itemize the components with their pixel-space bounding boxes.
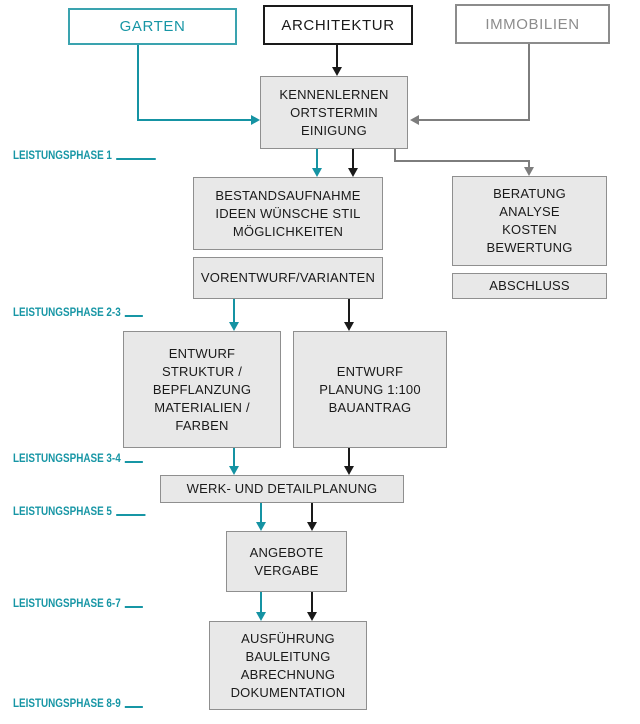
- arrow-angebote-black-icon: [307, 612, 317, 621]
- arrow-kennenlernen-teal-icon: [312, 168, 322, 177]
- box-text-line: KENNENLERNEN: [279, 86, 389, 102]
- box-text-line: STRUKTUR /: [162, 363, 242, 379]
- arrow-vorentwurf-black-icon: [344, 322, 354, 331]
- phase-label-2-3: LEISTUNGSPHASE 2-3: [13, 307, 144, 319]
- entwurf-bau-box: ENTWURF PLANUNG 1:100 BAUANTRAG: [293, 331, 447, 448]
- box-text-line: MÖGLICHKEITEN: [232, 223, 344, 239]
- phase-label-5: LEISTUNGSPHASE 5: [13, 506, 146, 518]
- bestandsaufnahme-box: BESTANDSAUFNAHME IDEEN WÜNSCHE STIL MÖGL…: [193, 177, 383, 250]
- phase-label-text: LEISTUNGSPHASE 8-9: [13, 698, 121, 710]
- connector-garten-horizontal: [137, 119, 251, 121]
- box-text-line: ANGEBOTE: [249, 544, 324, 560]
- box-text-line: ANALYSE: [499, 204, 560, 219]
- connector-beratung-vertical: [528, 160, 530, 168]
- phase-underline: [125, 706, 144, 708]
- phase-underline: [116, 514, 146, 516]
- werkplanung-box: WERK- UND DETAILPLANUNG: [160, 475, 404, 503]
- arrow-werk-teal-icon: [256, 522, 266, 531]
- box-text-line: BESTANDSAUFNAHME: [215, 187, 361, 203]
- connector-garten-vertical: [137, 45, 139, 121]
- connector-architektur-vertical: [336, 45, 338, 68]
- beratung-box: BERATUNG ANALYSE KOSTEN BEWERTUNG: [452, 176, 607, 266]
- ausfuehrung-box: AUSFÜHRUNG BAULEITUNG ABRECHNUNG DOKUMEN…: [209, 621, 367, 710]
- vorentwurf-box: VORENTWURF/VARIANTEN: [193, 257, 383, 299]
- box-text-line: MATERIALIEN /: [154, 399, 250, 415]
- phase-label-6-7: LEISTUNGSPHASE 6-7: [13, 598, 144, 610]
- connector-immobilien-vertical: [528, 44, 530, 121]
- box-text-line: VORENTWURF/VARIANTEN: [200, 270, 376, 285]
- garten-box: GARTEN: [68, 8, 237, 45]
- connector-entwurf-black: [348, 448, 350, 467]
- garten-label: GARTEN: [119, 18, 186, 35]
- box-text-line: BAUANTRAG: [328, 399, 412, 415]
- connector-entwurf-teal: [233, 448, 235, 467]
- connector-kennenlernen-gray-horizontal: [394, 160, 530, 162]
- architektur-label: ARCHITEKTUR: [281, 16, 395, 34]
- phase-label-text: LEISTUNGSPHASE 6-7: [13, 598, 121, 610]
- connector-kennenlernen-black: [352, 149, 354, 169]
- box-text-line: BEWERTUNG: [486, 240, 573, 255]
- box-text-line: ORTSTERMIN: [290, 104, 378, 120]
- connector-kennenlernen-gray-vertical: [394, 149, 396, 162]
- phase-underline: [116, 158, 156, 160]
- box-text-line: ENTWURF: [336, 363, 404, 379]
- angebote-box: ANGEBOTE VERGABE: [226, 531, 347, 592]
- box-text-line: ABRECHNUNG: [240, 666, 336, 682]
- abschluss-box: ABSCHLUSS: [452, 273, 607, 299]
- arrow-werk-black-icon: [307, 522, 317, 531]
- box-text-line: WERK- UND DETAILPLANUNG: [186, 481, 378, 496]
- phase-underline: [125, 461, 144, 463]
- box-text-line: AUSFÜHRUNG: [241, 630, 335, 646]
- connector-kennenlernen-teal: [316, 149, 318, 169]
- arrow-vorentwurf-teal-icon: [229, 322, 239, 331]
- connector-immobilien-horizontal: [419, 119, 530, 121]
- arrow-entwurf-teal-icon: [229, 466, 239, 475]
- box-text-line: PLANUNG 1:100: [319, 381, 421, 397]
- phase-label-text: LEISTUNGSPHASE 1: [13, 150, 112, 162]
- phase-label-text: LEISTUNGSPHASE 2-3: [13, 307, 121, 319]
- arrow-entwurf-black-icon: [344, 466, 354, 475]
- box-text-line: KOSTEN: [502, 222, 557, 237]
- box-text-line: EINIGUNG: [301, 122, 367, 138]
- connector-vorentwurf-black: [348, 299, 350, 323]
- connector-werk-black: [311, 503, 313, 523]
- phase-label-3-4: LEISTUNGSPHASE 3-4: [13, 453, 144, 465]
- box-text-line: FARBEN: [175, 417, 229, 433]
- entwurf-garten-box: ENTWURF STRUKTUR / BEPFLANZUNG MATERIALI…: [123, 331, 281, 448]
- phase-label-text: LEISTUNGSPHASE 3-4: [13, 453, 121, 465]
- arrow-angebote-teal-icon: [256, 612, 266, 621]
- phase-label-1: LEISTUNGSPHASE 1: [13, 150, 156, 162]
- connector-angebote-black: [311, 592, 313, 613]
- box-text-line: VERGABE: [254, 562, 319, 578]
- connector-angebote-teal: [260, 592, 262, 613]
- phase-label-text: LEISTUNGSPHASE 5: [13, 506, 112, 518]
- box-text-line: BERATUNG: [493, 186, 566, 201]
- box-text-line: ABSCHLUSS: [489, 278, 570, 293]
- box-text-line: IDEEN WÜNSCHE STIL: [215, 205, 361, 221]
- box-text-line: BAULEITUNG: [245, 648, 331, 664]
- arrow-immobilien-to-kennenlernen-icon: [410, 115, 419, 125]
- phase-label-8-9: LEISTUNGSPHASE 8-9: [13, 698, 144, 710]
- kennenlernen-box: KENNENLERNEN ORTSTERMIN EINIGUNG: [260, 76, 408, 149]
- arrow-architektur-to-kennenlernen-icon: [332, 67, 342, 76]
- immobilien-label: IMMOBILIEN: [485, 15, 580, 33]
- box-text-line: BEPFLANZUNG: [152, 381, 252, 397]
- box-text-line: DOKUMENTATION: [230, 684, 346, 700]
- architektur-box: ARCHITEKTUR: [263, 5, 413, 45]
- phase-underline: [125, 606, 144, 608]
- arrow-garten-to-kennenlernen-icon: [251, 115, 260, 125]
- phase-underline: [125, 315, 144, 317]
- arrow-to-beratung-icon: [524, 167, 534, 176]
- box-text-line: ENTWURF: [168, 345, 236, 361]
- connector-werk-teal: [260, 503, 262, 523]
- connector-vorentwurf-teal: [233, 299, 235, 323]
- immobilien-box: IMMOBILIEN: [455, 4, 610, 44]
- arrow-kennenlernen-black-icon: [348, 168, 358, 177]
